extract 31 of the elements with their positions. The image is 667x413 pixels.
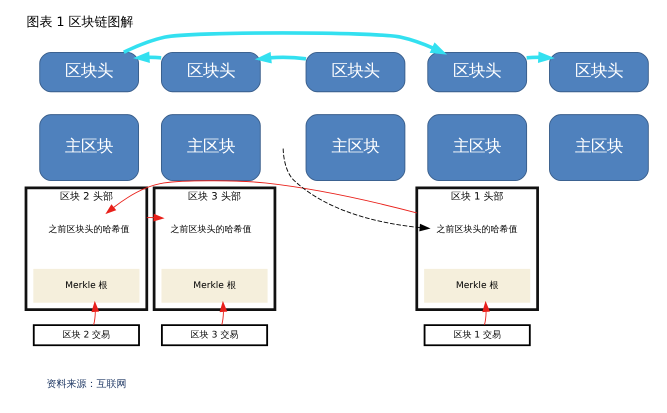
node-box: 区块头 [306,52,406,92]
node-box: 区块头 [427,52,528,92]
node-box: 区块 1 交易 [424,324,531,346]
arrow [105,180,418,214]
node-box: 主区块 [39,114,140,181]
node-box: 区块 2 交易 [32,324,140,346]
node-text: 之前区块头的哈希值 [170,225,252,236]
node-text: 之前区块头的哈希值 [436,225,518,236]
node-box: Merkle 根 [424,268,530,303]
arrow [282,148,431,232]
arrow [254,52,306,64]
node-box: 主区块 [160,114,261,181]
node-box: 主区块 [549,114,649,181]
arrow [146,214,165,222]
node-box: 主区块 [427,114,528,181]
arrow [220,300,228,326]
diagram-title: 图表 1 区块链图解 [26,14,134,30]
caption: 资料来源：互联网 [46,379,126,390]
node-box: 区块头 [160,52,261,92]
node-box: 主区块 [306,114,406,181]
node-box: 区块头 [549,52,649,92]
node-box: Merkle 根 [161,268,268,303]
node-box: 区块头 [39,52,140,92]
node-box: 区块 3 交易 [160,324,268,346]
arrow [123,31,448,55]
arrow [482,300,490,326]
arrow [133,51,162,64]
node-box: Merkle 根 [33,268,140,303]
arrow [91,300,100,326]
node-text: 之前区块头的哈希值 [48,225,130,236]
arrow [526,51,555,64]
